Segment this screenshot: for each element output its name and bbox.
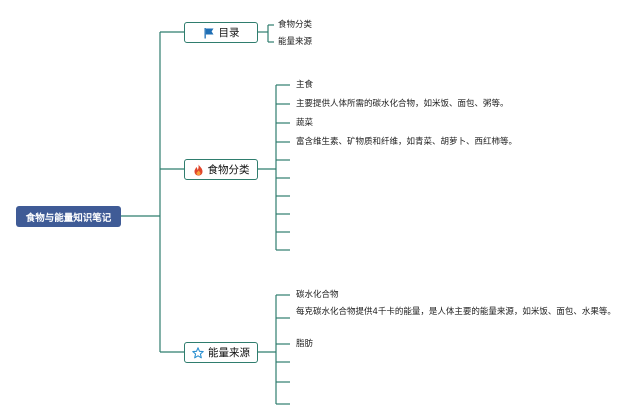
- fire-icon: [194, 164, 202, 176]
- branch-label: 食物分类: [207, 164, 250, 176]
- leaf-item[interactable]: 能量来源: [278, 37, 313, 47]
- leaf-item[interactable]: 主食: [296, 80, 314, 90]
- leaf-item[interactable]: 富含维生素、矿物质和纤维，如青菜、胡萝卜、西红柿等。: [296, 137, 518, 147]
- root-node-label: 食物与能量知识笔记: [25, 212, 112, 224]
- branch-label: 目录: [218, 27, 240, 39]
- star-icon: [192, 346, 204, 358]
- leaf-item[interactable]: 每克碳水化合物提供4千卡的能量，是人体主要的能量来源，如米饭、面包、水果等。: [296, 307, 616, 317]
- leaf-item[interactable]: 碳水化合物: [296, 290, 339, 300]
- root-node[interactable]: 食物与能量知识笔记: [16, 206, 121, 227]
- leaf-item[interactable]: 主要提供人体所需的碳水化合物，如米饭、面包、粥等。: [296, 99, 509, 109]
- leaf-item[interactable]: 脂肪: [296, 339, 314, 349]
- flag-icon: [204, 27, 213, 38]
- leaf-item[interactable]: 蔬菜: [296, 118, 314, 128]
- leaf-item[interactable]: 食物分类: [278, 20, 313, 30]
- branch-label: 能量来源: [208, 347, 250, 359]
- branch-node-food-categories[interactable]: 食物分类: [184, 159, 258, 180]
- branch-node-energy-sources[interactable]: 能量来源: [184, 342, 258, 363]
- branch-node-contents[interactable]: 目录: [184, 22, 258, 43]
